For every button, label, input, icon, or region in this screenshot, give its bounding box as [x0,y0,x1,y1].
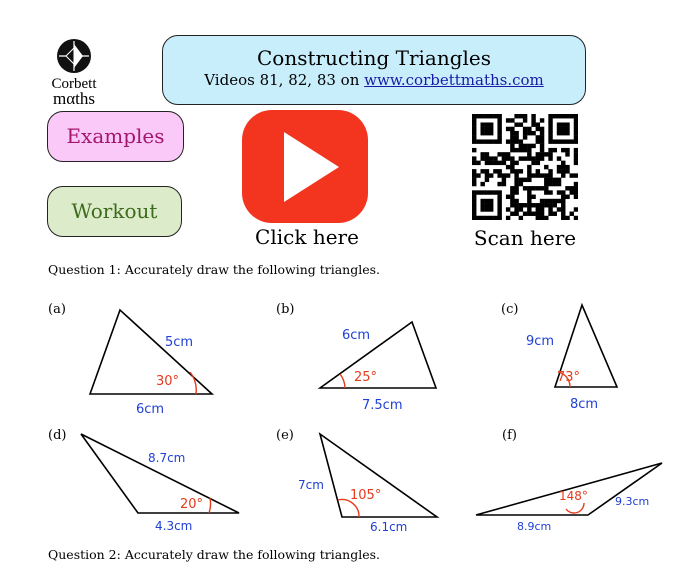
triangle-d-label: (d) [48,428,66,443]
triangle-e-side2: 6.1cm [370,520,407,534]
triangle-c-shape [553,302,619,388]
triangle-e-shape [318,432,440,518]
corbettmaths-logo-icon [57,39,91,73]
triangle-c: 9cm 8cm 73° [526,302,619,412]
logo-line2: mαths [53,89,95,108]
triangle-e-side1: 7cm [298,478,324,492]
triangle-c-side2: 8cm [570,397,598,412]
examples-button[interactable]: Examples [47,111,184,162]
triangle-f-side2: 9.3cm [615,495,649,508]
title-banner: Constructing Triangles Videos 81, 82, 83… [162,35,586,105]
triangle-f-angle: 148° [559,489,588,503]
triangle-d-side1: 8.7cm [148,451,185,465]
triangle-f: 8.9cm 9.3cm 148° [475,462,663,533]
triangle-f-label: (f) [502,428,517,443]
triangle-b: 6cm 7.5cm 25° [317,320,438,413]
scan-here-label: Scan here [473,226,577,250]
triangle-c-angle-arc [557,371,571,388]
workout-button[interactable]: Workout [47,186,182,237]
triangle-f-angle-arc [565,502,585,514]
logo-line1: Corbett [51,76,97,92]
triangle-a-label: (a) [48,302,66,317]
qr-code[interactable] [472,114,579,221]
triangle-a-side2: 6cm [136,402,164,417]
click-here-label: Click here [255,225,359,249]
subtitle-text: Videos 81, 82, 83 on [204,71,365,89]
triangle-e-label: (e) [276,428,294,443]
triangle-f-shape [475,462,663,516]
question-1: Question 1: Accurately draw the followin… [48,262,381,277]
corbettmaths-logo: Corbett mαths [40,36,108,108]
triangle-d: 8.7cm 4.3cm 20° [80,433,240,533]
triangle-b-angle: 25° [354,370,377,385]
triangle-a-angle-arc [189,371,197,395]
triangle-a-angle: 30° [156,374,179,389]
triangle-a: 5cm 6cm 30° [88,308,215,417]
triangle-e: 7cm 6.1cm 105° [298,432,440,534]
qr-code-icon [472,114,579,221]
play-icon [242,110,368,223]
triangle-d-angle: 20° [180,497,203,512]
triangle-d-side2: 4.3cm [155,519,192,533]
triangle-d-angle-arc [208,497,212,514]
page-title: Constructing Triangles [256,46,492,70]
triangle-c-label: (c) [501,302,518,317]
triangle-b-label: (b) [276,302,294,317]
triangle-b-angle-arc [339,373,346,389]
website-link[interactable]: www.corbettmaths.com [364,71,544,89]
triangle-c-angle: 73° [557,370,580,385]
triangle-a-side1: 5cm [165,335,193,350]
triangle-b-side1: 6cm [342,328,370,343]
triangle-e-angle-arc [337,498,360,518]
triangle-d-shape [80,433,240,514]
question-2: Question 2: Accurately draw the followin… [48,547,381,562]
triangle-e-angle: 105° [350,488,381,503]
triangle-f-side1: 8.9cm [517,520,551,533]
triangle-b-shape [317,320,438,389]
triangle-b-side2: 7.5cm [362,398,403,413]
triangle-a-shape [88,308,215,395]
video-play-button[interactable] [241,109,369,224]
triangle-c-side1: 9cm [526,334,554,349]
subtitle: Videos 81, 82, 83 on www.corbettmaths.co… [163,70,585,90]
